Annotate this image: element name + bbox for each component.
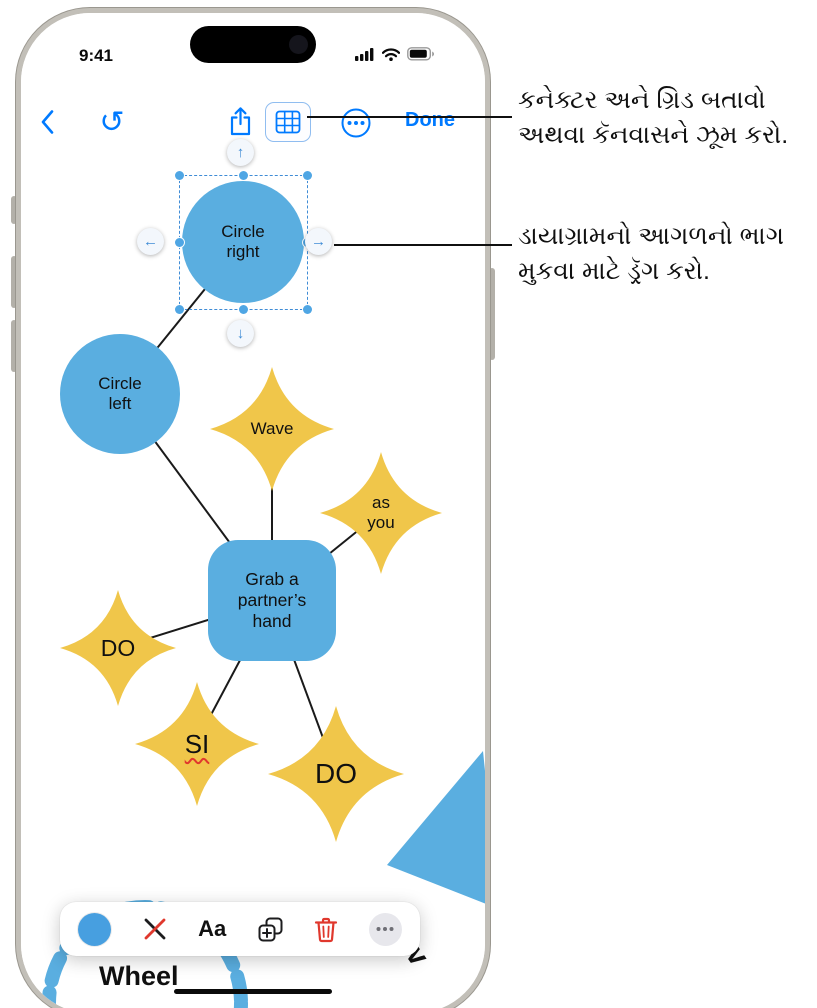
connector-handle-right[interactable]: → bbox=[305, 228, 332, 255]
shape-label: as you bbox=[367, 493, 395, 532]
selection-handle[interactable] bbox=[175, 305, 184, 314]
cut-scissors-icon bbox=[144, 918, 165, 940]
delete-button[interactable] bbox=[314, 916, 338, 943]
selection-handle[interactable] bbox=[303, 305, 312, 314]
callout-grid-line1: કનેક્ટર અને ગ્રિડ બતાવો bbox=[518, 86, 766, 114]
share-icon bbox=[230, 107, 250, 136]
star-shape-icon bbox=[268, 706, 404, 842]
callout-drag-line2: મુકવા માટે ડ્રૅગ કરો. bbox=[518, 257, 710, 285]
arrow-left-icon: ← bbox=[143, 233, 158, 250]
selection-handle[interactable] bbox=[303, 171, 312, 180]
connector-handle-down[interactable]: ↓ bbox=[227, 320, 254, 347]
done-button[interactable]: Done bbox=[405, 109, 455, 131]
ellipsis-circle-icon bbox=[341, 108, 371, 138]
fill-color-swatch[interactable] bbox=[78, 912, 111, 946]
shape-format-bar: Aa bbox=[60, 902, 420, 956]
star-shape-icon bbox=[135, 682, 259, 806]
arrow-up-icon: ↑ bbox=[236, 144, 245, 161]
shape-label: Wave bbox=[250, 419, 294, 438]
arrow-down-icon: ↓ bbox=[236, 325, 245, 342]
shape-label: Circle left bbox=[98, 374, 142, 413]
home-indicator[interactable] bbox=[174, 989, 332, 994]
grid-icon bbox=[275, 110, 301, 134]
callout-line-drag bbox=[334, 244, 512, 246]
cut-button[interactable] bbox=[142, 916, 168, 942]
selection-handle[interactable] bbox=[239, 171, 248, 180]
volume-down-button bbox=[11, 320, 17, 372]
shape-grab-square[interactable]: Grab a partner’s hand bbox=[208, 540, 336, 661]
selection-box bbox=[175, 171, 312, 314]
more-actions-button[interactable] bbox=[368, 912, 402, 946]
connector-handle-up[interactable]: ↑ bbox=[227, 139, 254, 166]
shape-label: Grab a partner’s hand bbox=[237, 569, 307, 631]
action-button bbox=[11, 196, 17, 224]
dynamic-island bbox=[190, 26, 316, 63]
callout-grid-line2: અથવા કૅનવાસને ઝૂમ કરો. bbox=[518, 121, 789, 149]
shape-label: DO bbox=[100, 634, 136, 661]
camera-lens-icon bbox=[289, 35, 308, 54]
chevron-left-icon bbox=[41, 110, 53, 134]
undo-icon: ↺ bbox=[99, 106, 125, 139]
back-button[interactable] bbox=[35, 105, 59, 139]
shape-label: DO bbox=[315, 758, 357, 789]
more-options-button[interactable] bbox=[337, 105, 375, 141]
ellipsis-icon bbox=[376, 927, 394, 931]
grid-connector-toggle-button[interactable] bbox=[265, 102, 311, 142]
share-button[interactable] bbox=[222, 101, 258, 141]
callout-line-grid bbox=[307, 116, 512, 118]
callout-drag-line1: ડાયાગ્રામનો આગળનો ભાગ bbox=[518, 222, 785, 250]
cellular-signal-icon bbox=[355, 47, 374, 61]
phone-screen: 9:41 bbox=[21, 13, 485, 1008]
arrow-right-icon: → bbox=[311, 233, 326, 250]
selection-handle[interactable] bbox=[175, 171, 184, 180]
shape-star-wave[interactable]: Wave bbox=[210, 367, 334, 491]
selection-handle[interactable] bbox=[175, 238, 184, 247]
power-button bbox=[489, 268, 495, 360]
shape-star-as-you[interactable]: as you bbox=[320, 452, 442, 574]
wheel-shape-label: Wheel bbox=[99, 961, 179, 991]
shape-star-do-bottom[interactable]: DO bbox=[268, 706, 404, 842]
callout-drag-text: ડાયાગ્રામનો આગળનો ભાગ મુકવા માટે ડ્રૅગ ક… bbox=[518, 219, 784, 289]
trash-icon bbox=[315, 917, 338, 942]
connector-handle-left[interactable]: ← bbox=[137, 228, 164, 255]
duplicate-button[interactable] bbox=[257, 916, 284, 943]
shape-circle-left[interactable]: Circle left bbox=[60, 334, 180, 454]
iphone-frame: 9:41 bbox=[16, 8, 490, 1008]
text-style-button[interactable]: Aa bbox=[198, 916, 227, 941]
duplicate-icon bbox=[258, 917, 283, 941]
status-time: 9:41 bbox=[78, 46, 114, 65]
wifi-icon bbox=[382, 47, 400, 61]
volume-up-button bbox=[11, 256, 17, 308]
selection-handle[interactable] bbox=[239, 305, 248, 314]
battery-icon bbox=[407, 47, 434, 61]
status-icons bbox=[355, 47, 435, 61]
undo-button[interactable]: ↺ bbox=[94, 105, 130, 141]
shape-label: SI bbox=[184, 728, 210, 759]
shape-star-si[interactable]: SI bbox=[135, 682, 259, 806]
callout-grid-text: કનેક્ટર અને ગ્રિડ બતાવો અથવા કૅનવાસને ઝૂ… bbox=[518, 83, 788, 153]
